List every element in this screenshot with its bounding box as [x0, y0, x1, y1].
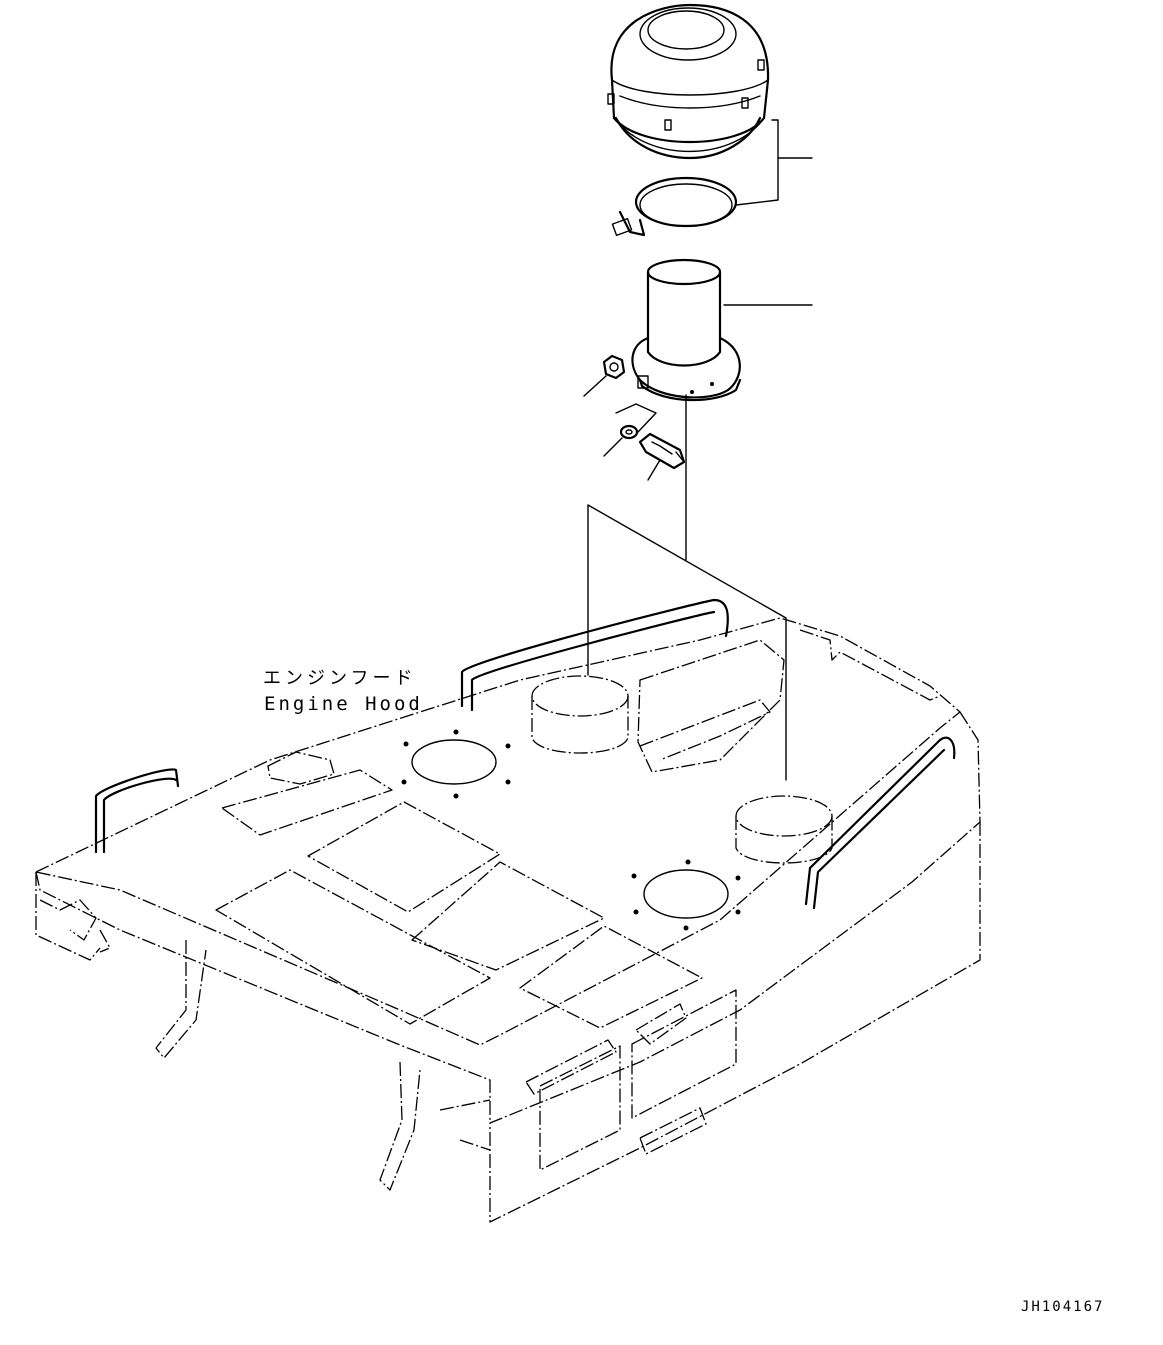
- engine-hood: [35, 598, 981, 1223]
- bolt: [638, 432, 686, 470]
- leader-washer: [603, 403, 657, 457]
- assembly-guide: [587, 394, 787, 781]
- leader-nut: [583, 375, 607, 397]
- pre-cleaner-cap: [607, 3, 770, 160]
- engine-hood-label-en: Engine Hood: [264, 693, 423, 715]
- engine-hood-label-jp: エンジンフード: [263, 668, 417, 689]
- nut: [602, 354, 626, 380]
- washer: [619, 424, 639, 440]
- drawing-number: JH104167: [1021, 1299, 1105, 1315]
- leader-cap-clamp: [735, 119, 813, 206]
- band-clamp: [611, 176, 738, 237]
- pre-cleaner-body: [631, 258, 742, 402]
- leader-bolt: [647, 459, 661, 481]
